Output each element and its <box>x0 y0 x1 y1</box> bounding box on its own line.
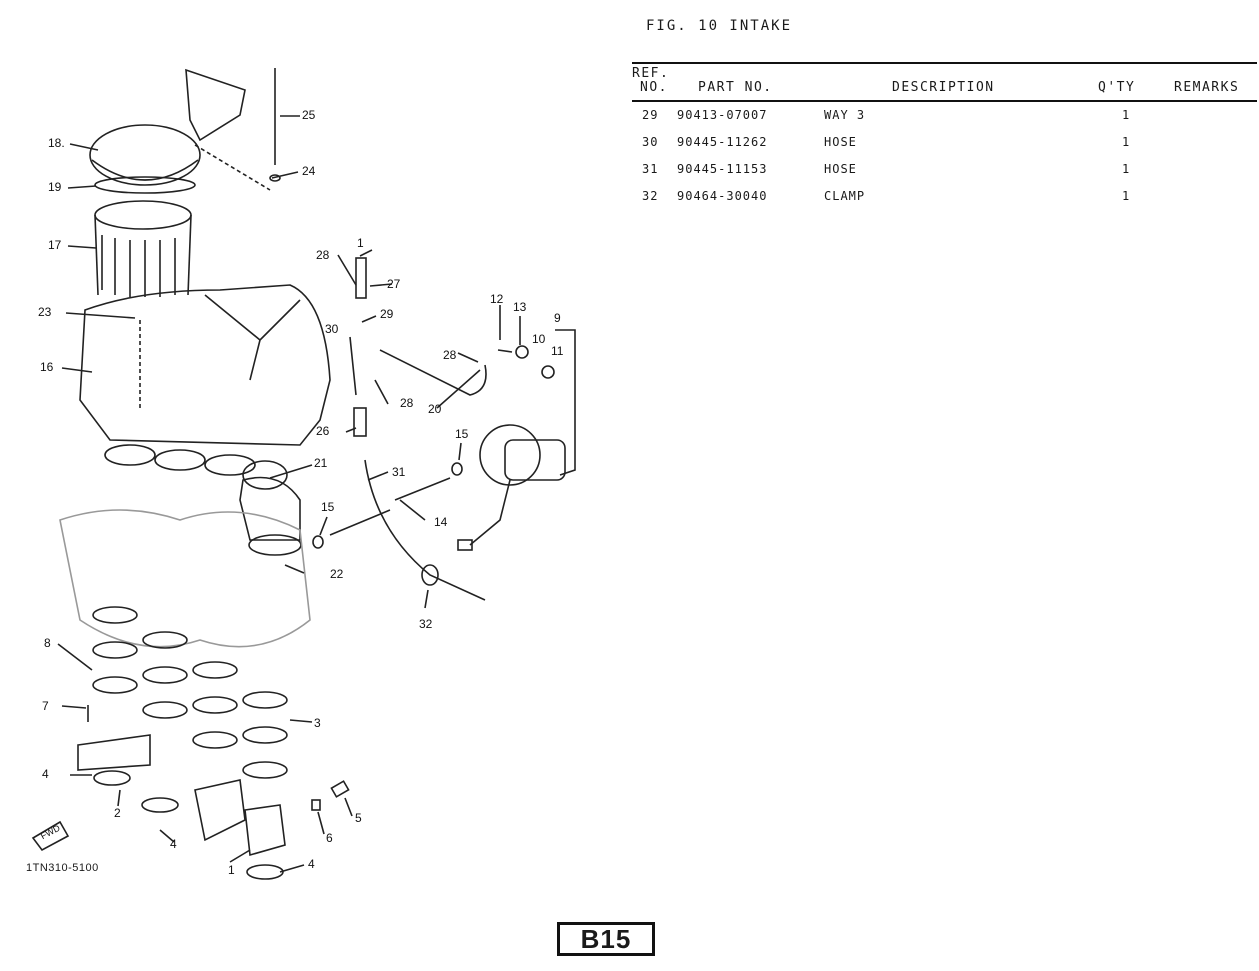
cell-part-no: 90445-11262 <box>677 135 768 149</box>
callout-23: 23 <box>38 305 52 319</box>
callout-19: 19 <box>48 180 62 194</box>
cell-qty: 1 <box>1122 162 1131 176</box>
callout-1: 1 <box>357 236 364 250</box>
cell-ref: 29 <box>642 108 659 122</box>
callout-24: 24 <box>302 164 316 178</box>
callout-18: 18. <box>48 136 65 150</box>
callout-14: 14 <box>434 515 448 529</box>
air-cleaner-cover <box>89 124 201 186</box>
cell-part-no: 90464-30040 <box>677 189 768 203</box>
cell-qty: 1 <box>1122 108 1131 122</box>
callout-22: 22 <box>330 567 344 581</box>
washer-13 <box>515 345 529 359</box>
callout-11: 11 <box>551 344 564 358</box>
drawing-code: 1TN310-5100 <box>26 862 99 874</box>
cell-qty: 1 <box>1122 135 1131 149</box>
elbow-hose <box>242 460 288 490</box>
carb-joint <box>104 444 156 466</box>
joint-8 <box>92 606 138 624</box>
callout-10: 10 <box>532 332 546 346</box>
cell-description: HOSE <box>824 135 857 149</box>
callout-7: 7 <box>42 699 49 713</box>
page-number-box: B15 <box>557 922 655 956</box>
callout-28b: 28 <box>400 396 414 410</box>
fwd-arrow <box>31 820 70 852</box>
table-row: 29 90413-07007 WAY 3 1 <box>632 102 1257 129</box>
table-row: 31 90445-11153 HOSE 1 <box>632 156 1257 183</box>
callout-25: 25 <box>302 108 316 122</box>
callout-6: 6 <box>326 831 333 845</box>
callout-5: 5 <box>355 811 362 825</box>
figure-title: FIG. 10 INTAKE <box>646 18 793 34</box>
fitting-5 <box>330 780 350 798</box>
callout-17: 17 <box>48 238 62 252</box>
callout-13: 13 <box>513 300 527 314</box>
header-description: DESCRIPTION <box>892 80 995 95</box>
callout-32: 32 <box>419 617 433 631</box>
valve-body <box>479 424 541 486</box>
bolt-12 <box>497 349 513 353</box>
callout-21: 21 <box>314 456 328 470</box>
parts-table: REF. NO. PART NO. DESCRIPTION Q'TY REMAR… <box>632 62 1257 210</box>
cell-qty: 1 <box>1122 189 1131 203</box>
hose-14 <box>329 477 451 536</box>
callout-15b: 15 <box>455 427 469 441</box>
callout-12: 12 <box>490 292 504 306</box>
callout-4a: 4 <box>42 767 49 781</box>
nut-6 <box>311 799 321 811</box>
hose-20 <box>379 349 487 396</box>
joint-3 <box>242 691 288 709</box>
callout-20: 20 <box>428 402 442 416</box>
callout-30: 30 <box>325 322 339 336</box>
cell-part-no: 90413-07007 <box>677 108 768 122</box>
air-box-case <box>79 284 331 446</box>
cell-description: HOSE <box>824 162 857 176</box>
cell-description: CLAMP <box>824 189 866 203</box>
callout-3: 3 <box>314 716 321 730</box>
clamp-32 <box>421 564 439 586</box>
callout-9: 9 <box>554 311 561 325</box>
callout-4c: 4 <box>308 857 315 871</box>
hose-clamp <box>248 534 302 556</box>
flange-2 <box>77 734 151 771</box>
o-ring <box>94 176 196 194</box>
cell-description: WAY 3 <box>824 108 866 122</box>
cell-ref: 30 <box>642 135 659 149</box>
callout-28a: 28 <box>316 248 330 262</box>
callout-27: 27 <box>387 277 401 291</box>
filter-element <box>94 200 192 230</box>
callout-29: 29 <box>380 307 394 321</box>
table-row: 30 90445-11262 HOSE 1 <box>632 129 1257 156</box>
header-qty: Q'TY <box>1098 80 1136 95</box>
callout-26: 26 <box>316 424 330 438</box>
callout-1b: 1 <box>228 863 235 877</box>
callout-31: 31 <box>392 465 406 479</box>
table-header: REF. NO. PART NO. DESCRIPTION Q'TY REMAR… <box>632 64 1257 102</box>
cell-ref: 32 <box>642 189 659 203</box>
header-ref-line2: NO. <box>640 80 668 95</box>
o-ring-4 <box>246 864 284 880</box>
way-26 <box>353 407 367 437</box>
cell-part-no: 90445-11153 <box>677 162 768 176</box>
cell-ref: 31 <box>642 162 659 176</box>
callout-28c: 28 <box>443 348 457 362</box>
callout-15a: 15 <box>321 500 335 514</box>
callout-2: 2 <box>114 806 121 820</box>
cap-11 <box>541 365 555 379</box>
intake-duct <box>185 68 246 142</box>
diagram-drawing <box>31 68 576 880</box>
hose-31 <box>364 459 486 601</box>
header-part-no: PART NO. <box>698 80 773 95</box>
callout-16: 16 <box>40 360 54 374</box>
callout-8: 8 <box>44 636 51 650</box>
callout-4b: 4 <box>170 837 177 851</box>
table-row: 32 90464-30040 CLAMP 1 <box>632 183 1257 210</box>
header-remarks: REMARKS <box>1174 80 1240 95</box>
header-ref-line1: REF. <box>632 66 670 81</box>
exploded-parts-diagram: 25 24 18. 19 17 23 16 1 28 27 29 30 28 2… <box>0 0 600 900</box>
hose-27 <box>355 257 367 299</box>
